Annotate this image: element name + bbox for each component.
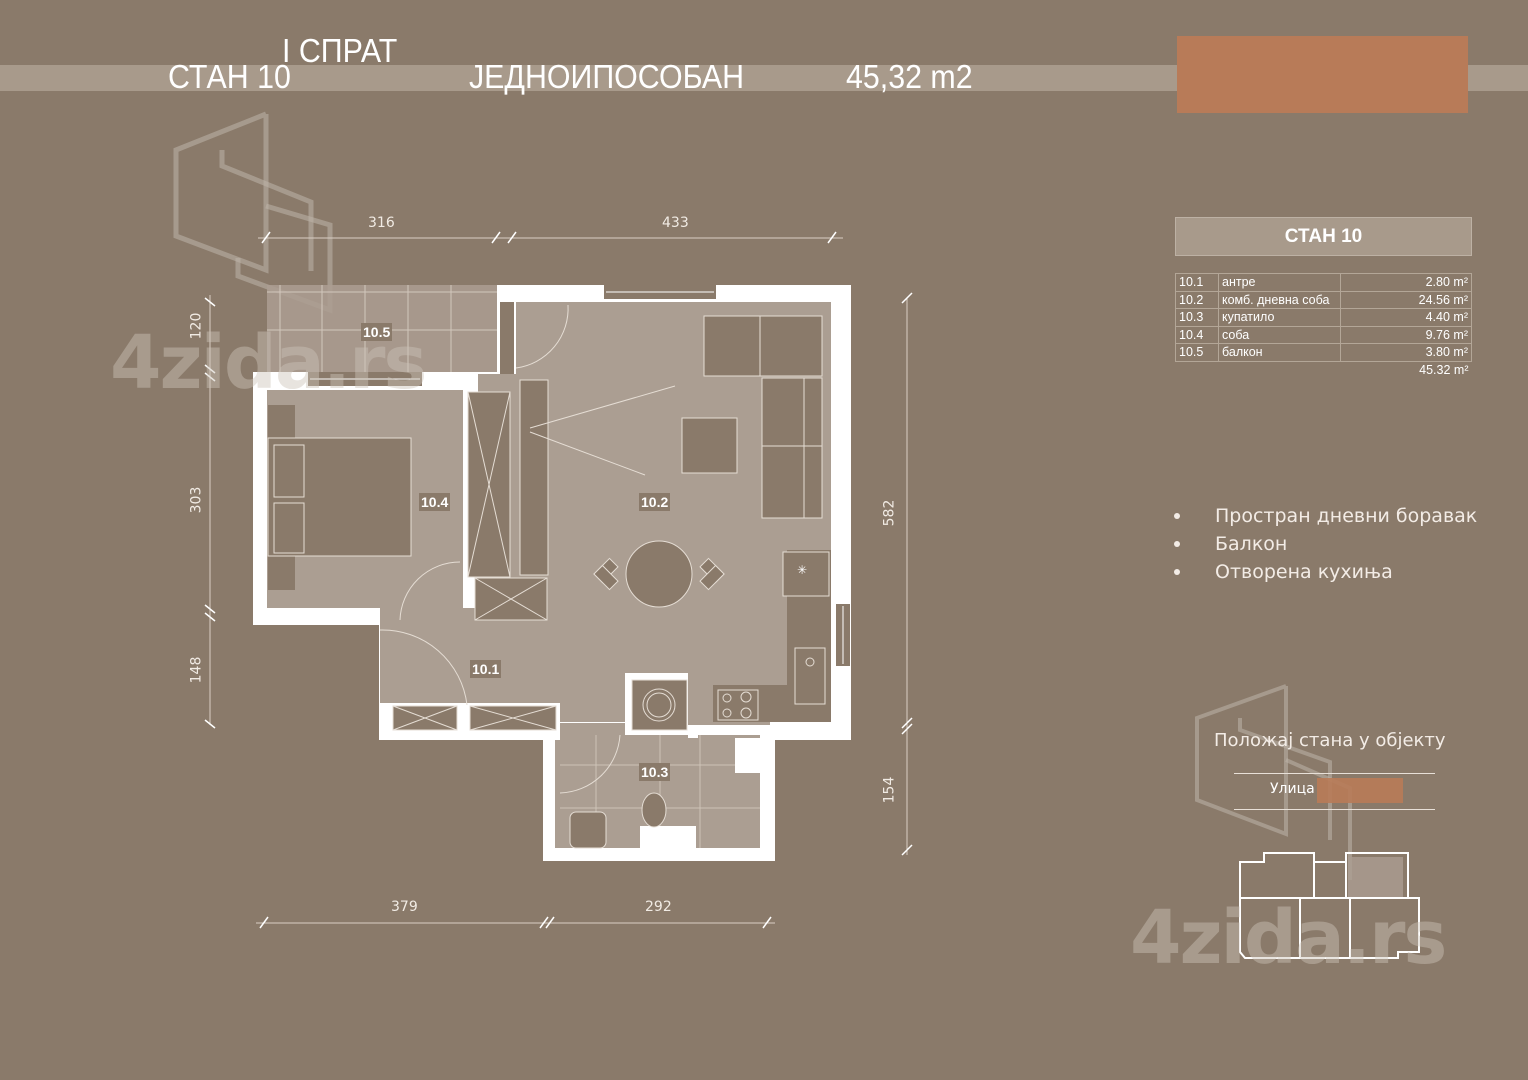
room-label-10-3: 10.3: [639, 763, 671, 781]
bullet-icon: [1174, 513, 1180, 519]
dim-left-mid: 303: [188, 486, 205, 514]
feature-item: Простран дневни боравак: [1170, 502, 1477, 530]
apartment-type: ЈЕДНОИПОСОБАН: [469, 58, 745, 95]
dim-top-right: 433: [662, 215, 689, 231]
building-minimap: [1239, 852, 1420, 959]
feature-item: Отворена кухиња: [1170, 558, 1477, 586]
floor-label: I СПРАТ: [282, 32, 398, 69]
bullet-icon: [1174, 541, 1180, 547]
room-label-10-2: 10.2: [639, 493, 671, 511]
feature-item: Балкон: [1170, 530, 1477, 558]
dimension-lines: [209, 237, 908, 924]
dim-bottom-left: 379: [391, 899, 418, 915]
dining-table: [593, 540, 725, 608]
room-label-10-4: 10.4: [419, 493, 451, 511]
total-row: 45.32 m²: [1176, 361, 1472, 378]
apartment-label: СТАН 10: [168, 58, 291, 95]
dim-top-left: 316: [368, 215, 395, 231]
room-label-10-1: 10.1: [470, 660, 502, 678]
room-label-10-5: 10.5: [361, 323, 393, 341]
legend-title: СТАН 10: [1175, 217, 1472, 256]
dim-left-bottom: 148: [188, 656, 205, 684]
dim-right-bottom: 154: [881, 776, 898, 804]
street-label: Улица: [1270, 781, 1315, 797]
divider: [1234, 773, 1435, 774]
dim-right-top: 582: [881, 499, 898, 527]
bullet-icon: [1174, 569, 1180, 575]
position-title: Положај стана у објекту: [1214, 730, 1446, 751]
dim-bottom-right: 292: [645, 899, 672, 915]
divider: [1234, 809, 1435, 810]
svg-text:✳: ✳: [797, 563, 807, 577]
accent-block: [1177, 36, 1468, 113]
watermark: 4zida.rs: [110, 320, 427, 406]
watermark: 4zida.rs: [1130, 895, 1447, 981]
apartment-area: 45,32 m2: [846, 58, 973, 95]
feature-list: Простран дневни боравак Балкон Отворена …: [1170, 502, 1477, 586]
street-marker: [1317, 778, 1403, 803]
total-area: 45.32 m²: [1419, 362, 1469, 377]
